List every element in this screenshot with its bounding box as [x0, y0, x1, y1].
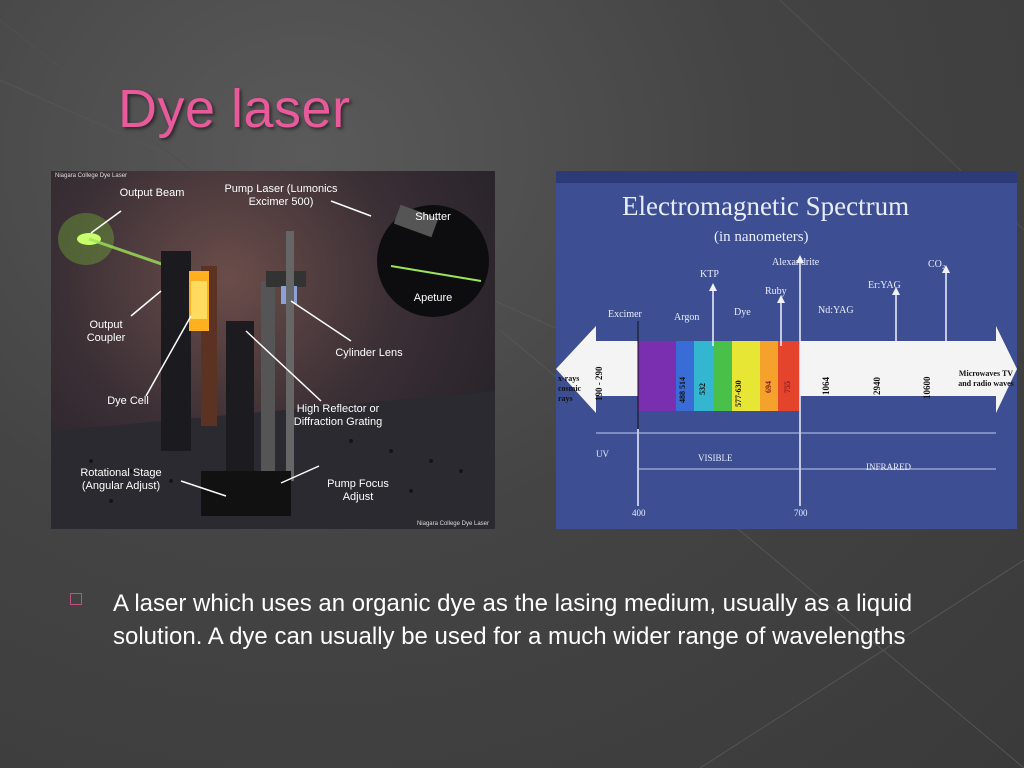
bullet-text: A laser which uses an organic dye as the… [113, 590, 913, 650]
value-co2: 10600 [922, 376, 932, 400]
value-eryag: 2940 [872, 377, 882, 395]
laser-ruby: Ruby [765, 286, 787, 297]
laser-dye: Dye [734, 307, 751, 318]
laser-excimer: Excimer [608, 309, 642, 320]
photo-caption-top: Niagara College Dye Laser [55, 173, 128, 179]
laser-argon: Argon [674, 312, 700, 323]
slide-title: Dye laser [118, 79, 351, 139]
bullet-icon [70, 593, 82, 605]
spectrum-title: Electromagnetic Spectrum [622, 191, 910, 221]
label-output-coupler: Output Coupler [86, 319, 126, 344]
axis-start: 400 [632, 508, 646, 518]
label-shutter: Shutter [415, 211, 451, 223]
em-spectrum-image: Electromagnetic Spectrum (in nanometers)… [556, 171, 1017, 529]
label-rotational-stage: Rotational Stage (Angular Adjust) [80, 467, 162, 492]
spectrum-subtitle: (in nanometers) [714, 229, 809, 245]
band-uv: UV [596, 449, 609, 459]
band-visible: VISIBLE [698, 453, 733, 463]
laser-eryag: Er:YAG [868, 280, 901, 291]
value-ndyag: 1064 [821, 377, 831, 395]
photo-caption-bottom: Niagara College Dye Laser [416, 521, 489, 527]
spectrum-illustration [556, 171, 1017, 506]
value-alex: 755 [783, 381, 792, 393]
value-ruby: 694 [764, 381, 773, 393]
value-dye: 577-630 [734, 380, 743, 407]
value-ktp: 532 [698, 383, 707, 395]
label-output-beam: Output Beam [119, 187, 185, 199]
laser-co2: CO₂ [928, 259, 946, 270]
label-dye-cell: Dye Cell [107, 395, 149, 407]
axis-end: 700 [794, 508, 808, 518]
label-pump-focus: Pump Focus Adjust [327, 478, 389, 503]
band-xrays: x-rays cosmic rays [558, 374, 582, 403]
band-infrared: INFRARED [866, 462, 912, 472]
photo-illustration [51, 200, 495, 529]
label-high-reflector: High Reflector or Diffraction Grating [293, 403, 383, 428]
value-argon: 488 514 [678, 377, 687, 403]
label-apeture: Apeture [413, 292, 453, 304]
laser-ndyag: Nd:YAG [818, 305, 854, 316]
value-excimer: 190 - 290 [594, 366, 604, 402]
laser-ktp: KTP [700, 269, 719, 280]
label-cylinder-lens: Cylinder Lens [335, 347, 403, 359]
laser-alexandrite: Alexandrite [772, 257, 820, 268]
dye-laser-photo: Niagara College Dye Laser Niagara Colleg… [51, 171, 495, 529]
band-micro: Microwaves TV and radio waves [958, 369, 1014, 388]
label-pump-laser: Pump Laser (Lumonics Excimer 500) [224, 183, 338, 208]
